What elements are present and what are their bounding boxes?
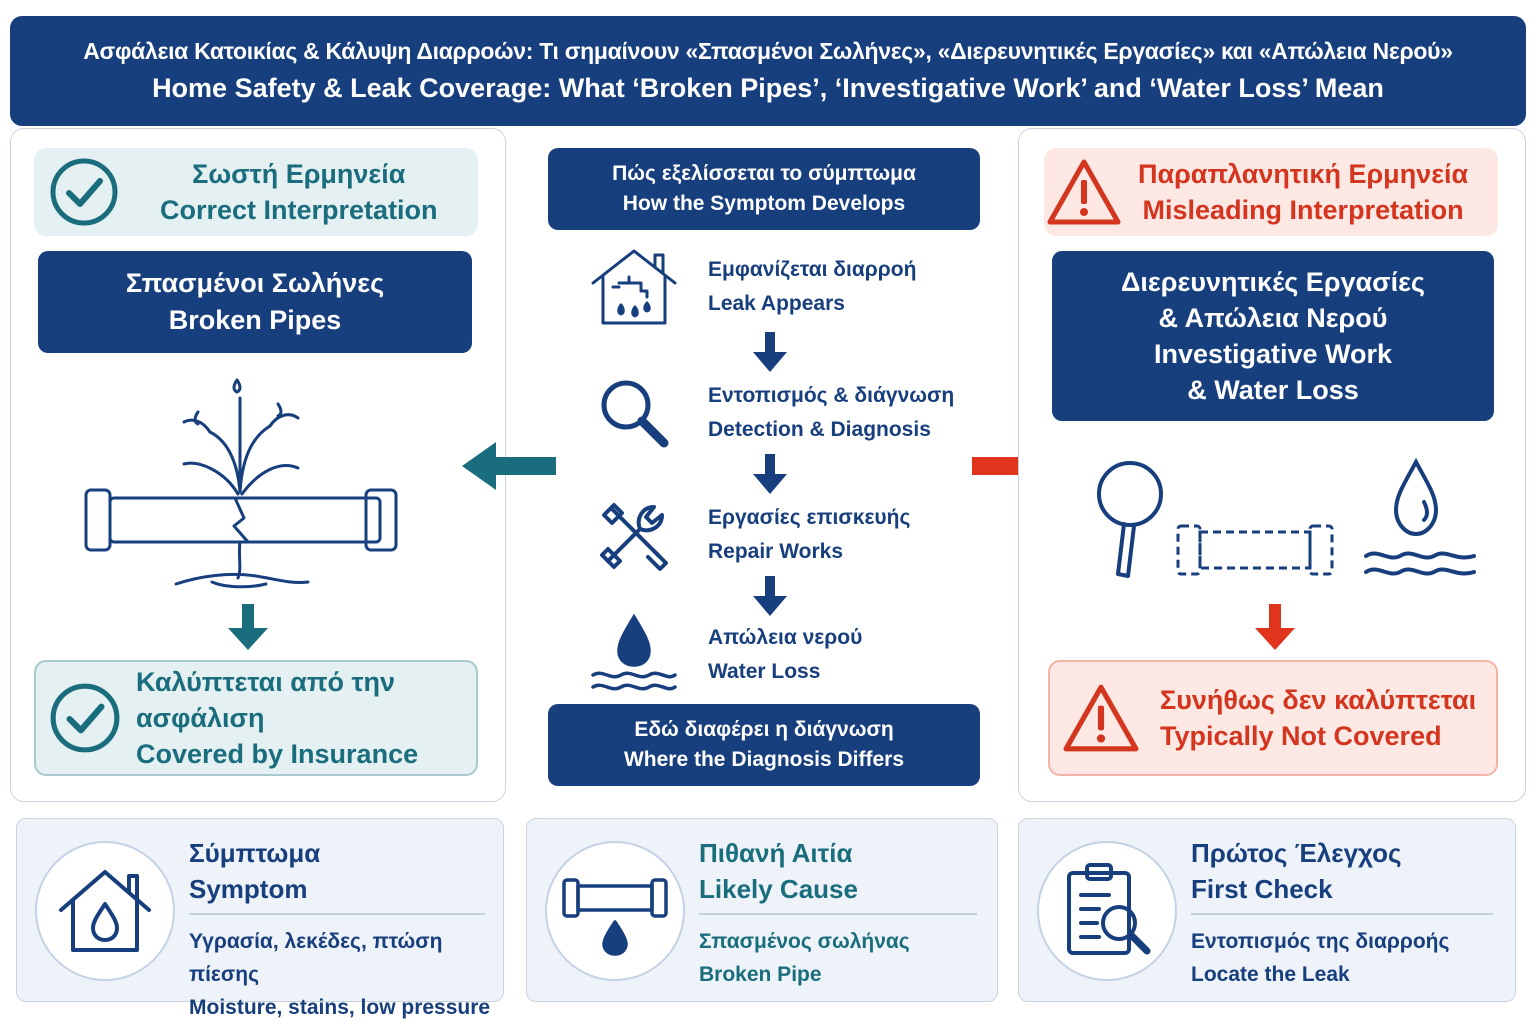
down-arrow-icon (752, 332, 788, 374)
step-leak-appears: Εμφανίζεται διαρροή Leak Appears (586, 242, 986, 332)
tag-label-greek: Σωστή Ερμηνεία (192, 159, 406, 189)
diagnosis-differs-box: Εδώ διαφέρει η διάγνωση Where the Diagno… (548, 704, 980, 786)
diagnosis-differs-english: Where the Diagnosis Differs (623, 748, 905, 771)
house-faucet-icon (586, 242, 682, 332)
broken-pipes-english: Broken Pipes (168, 305, 342, 335)
down-arrow-icon (226, 604, 270, 652)
investigative-line-3: Investigative Work (1153, 339, 1393, 369)
header-title-english: Home Safety & Leak Coverage: What ‘Broke… (152, 73, 1384, 103)
card-desc-greek: Υγρασία, λεκέδες, πτώση πίεσης (189, 930, 443, 986)
down-arrow-icon (752, 576, 788, 618)
card-title-greek: Πιθανή Αιτία (699, 838, 853, 868)
symptom-card: Σύμπτωμα Symptom Υγρασία, λεκέδες, πτώση… (16, 818, 504, 1019)
page-header: Ασφάλεια Κατοικίας & Κάλυψη Διαρροών: Τι… (10, 16, 1526, 126)
step-detection-diagnosis: Εντοπισμός & διάγνωση Detection & Diagno… (586, 368, 986, 458)
card-desc-english: Moisture, stains, low pressure (189, 996, 491, 1019)
not-covered-result-box: Συνήθως δεν καλύπτεται Typically Not Cov… (1048, 660, 1498, 776)
tools-icon (586, 490, 682, 580)
card-title-english: First Check (1191, 874, 1333, 904)
step-english: Water Loss (708, 660, 821, 683)
step-greek: Εργασίες επισκευής (708, 506, 911, 529)
card-title-english: Likely Cause (699, 874, 858, 904)
step-repair-works: Εργασίες επισκευής Repair Works (586, 490, 986, 580)
symptom-develops-greek: Πώς εξελίσσεται το σύμπτωμα (612, 162, 916, 185)
broken-pipes-greek: Σπασμένοι Σωλήνες (125, 268, 385, 298)
card-divider (699, 913, 977, 915)
investigative-work-box: Διερευνητικές Εργασίες & Απώλεια Νερού I… (1052, 251, 1494, 421)
check-circle-icon (48, 681, 122, 755)
not-covered-greek: Συνήθως δεν καλύπτεται (1160, 685, 1477, 715)
first-check-card: Πρώτος Έλεγχος First Check Εντοπισμός τη… (1018, 818, 1516, 1002)
house-drop-icon (35, 841, 175, 981)
card-divider (189, 913, 485, 915)
investigative-line-1: Διερευνητικές Εργασίες (1121, 267, 1425, 297)
tag-label-english: Misleading Interpretation (1142, 195, 1464, 225)
card-title-english: Symptom (189, 874, 308, 904)
not-covered-english: Typically Not Covered (1160, 721, 1442, 751)
clipboard-search-icon (1037, 841, 1177, 981)
tag-label-english: Correct Interpretation (160, 195, 438, 225)
water-drop-waves-icon (586, 610, 682, 700)
diagnosis-differs-greek: Εδώ διαφέρει η διάγνωση (634, 718, 894, 741)
card-desc-greek: Σπασμένος σωλήνας (699, 930, 910, 953)
investigative-line-2: & Απώλεια Νερού (1158, 303, 1388, 333)
covered-greek: Καλύπτεται από την ασφάλιση (136, 667, 396, 733)
magnifier-icon (586, 368, 682, 458)
step-english: Repair Works (708, 540, 843, 563)
correct-interpretation-tag: Σωστή Ερμηνεία Correct Interpretation (34, 148, 478, 236)
down-arrow-icon (752, 454, 788, 496)
card-desc-english: Locate the Leak (1191, 963, 1350, 986)
left-arrow-icon (460, 440, 558, 492)
step-greek: Εντοπισμός & διάγνωση (708, 384, 955, 407)
step-water-loss: Απώλεια νερού Water Loss (586, 610, 986, 700)
misleading-interpretation-tag: Παραπλανητική Ερμηνεία Misleading Interp… (1044, 148, 1498, 236)
step-english: Detection & Diagnosis (708, 418, 931, 441)
leaking-pipe-icon (545, 841, 685, 981)
warning-icon (1046, 158, 1122, 226)
dashed-pipe-icon (1174, 522, 1336, 578)
step-english: Leak Appears (708, 292, 845, 315)
card-desc-english: Broken Pipe (699, 963, 822, 986)
magnifier-icon (1094, 458, 1170, 582)
symptom-develops-english: How the Symptom Develops (622, 192, 906, 215)
step-greek: Απώλεια νερού (708, 626, 863, 649)
card-title-greek: Πρώτος Έλεγχος (1191, 838, 1402, 868)
water-drop-waves-icon (1362, 458, 1478, 582)
covered-result-box: Καλύπτεται από την ασφάλιση Covered by I… (34, 660, 478, 776)
down-arrow-icon (1254, 604, 1296, 652)
warning-icon (1062, 683, 1140, 753)
header-title-greek: Ασφάλεια Κατοικίας & Κάλυψη Διαρροών: Τι… (83, 38, 1453, 64)
symptom-develops-box: Πώς εξελίσσεται το σύμπτωμα How the Symp… (548, 148, 980, 230)
burst-pipe-icon (80, 372, 410, 598)
covered-english: Covered by Insurance (136, 739, 419, 769)
likely-cause-card: Πιθανή Αιτία Likely Cause Σπασμένος σωλή… (526, 818, 998, 1002)
card-title-greek: Σύμπτωμα (189, 838, 321, 868)
check-circle-icon (48, 156, 120, 228)
broken-pipes-box: Σπασμένοι Σωλήνες Broken Pipes (38, 251, 472, 353)
card-desc-greek: Εντοπισμός της διαρροής (1191, 930, 1450, 953)
card-divider (1191, 913, 1493, 915)
investigative-line-4: & Water Loss (1187, 375, 1359, 405)
tag-label-greek: Παραπλανητική Ερμηνεία (1138, 159, 1469, 189)
step-greek: Εμφανίζεται διαρροή (708, 258, 917, 281)
